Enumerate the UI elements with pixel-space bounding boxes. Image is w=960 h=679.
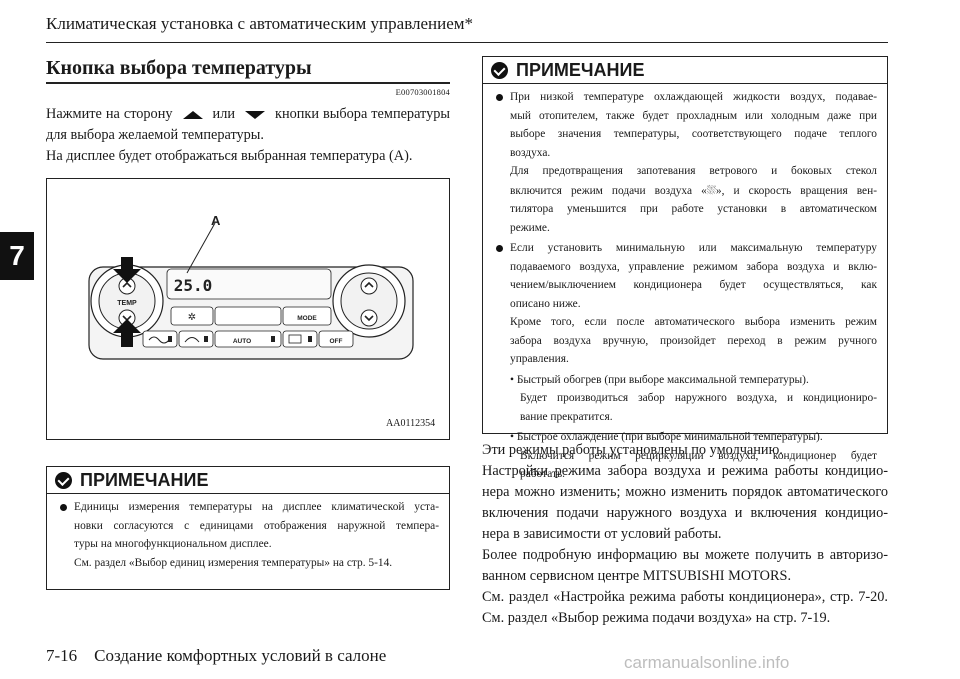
note-line: описано ниже.	[510, 297, 581, 310]
section-title: Кнопка выбора температуры	[46, 57, 312, 79]
off-button-label: OFF	[330, 338, 343, 345]
note-bullet-1: При низкой температуре охлаждающей жидко…	[493, 88, 877, 237]
intro-text-end: кнопки выбора температуры	[275, 106, 451, 122]
note-line: Если установить минимальную или максимал…	[510, 242, 877, 254]
note-heading-text: ПРИМЕЧАНИЕ	[80, 469, 209, 490]
note-line: выборе значения температуры, соответству…	[510, 128, 877, 140]
note-check-icon	[55, 471, 72, 489]
note-line: См. раздел «Выбор единиц измерения темпе…	[74, 556, 393, 569]
note-line: Включится режим рециркуляции воздуха, ко…	[520, 449, 877, 462]
intro-line-2: для выбора желаемой температуры.	[46, 127, 264, 143]
note-line: управления.	[510, 353, 569, 365]
note-line: режиме.	[510, 221, 550, 234]
temp-knob-label: TEMP	[117, 300, 137, 307]
note-bullet-2: Если установить минимальную или максимал…	[493, 239, 877, 369]
intro-text-start: Нажмите на сторону	[46, 106, 173, 122]
body-line: Эти режимы работы установлены по умолчан…	[482, 442, 783, 458]
temp-down-icon	[245, 110, 265, 119]
note-line: туры на многофункциональном дисплее.	[74, 538, 272, 550]
note-line: При низкой температуре охлаждающей жидко…	[510, 91, 877, 103]
mode-button-label: MODE	[297, 315, 317, 322]
arrow-down-icon	[113, 257, 141, 283]
body-line: ванном сервисном центре MITSUBISHI MOTOR…	[482, 568, 792, 584]
note-bullet: Единицы измерения температуры на дисплее…	[57, 498, 439, 572]
watermark: carmanualsonline.info	[624, 653, 790, 672]
note-check-icon	[491, 61, 508, 79]
note-line: Будет производиться забор наружного возд…	[520, 392, 877, 404]
callout-label-a: A	[211, 213, 221, 228]
note-line: работать.	[520, 468, 565, 480]
running-header: Климатическая установка с автоматическим…	[46, 14, 474, 33]
defrost-mode-icon: ⛆	[706, 182, 716, 197]
temp-display-value: 25.0	[174, 276, 213, 295]
control-panel-illustration: TEMP 25.0 ✲ MODE AUTO OFF	[88, 213, 414, 360]
control-panel-figure: TEMP 25.0 ✲ MODE AUTO OFF	[46, 178, 450, 440]
note-line: новки согласуются с единицами отображени…	[74, 519, 439, 532]
intro-text-mid: или	[212, 106, 235, 122]
note-heading-right: ПРИМЕЧАНИЕ	[483, 57, 887, 84]
intro-para-2: На дисплее будет отображаться выбранная …	[46, 148, 413, 164]
note-heading-left: ПРИМЕЧАНИЕ	[47, 467, 449, 494]
body-line: См. раздел «Выбор режима подачи воздуха»…	[482, 610, 831, 626]
note-sub-item-2: • Быстрое охлаждение (при выборе минимал…	[510, 431, 823, 443]
body-line: нера в зависимости от условий работы.	[482, 526, 722, 542]
note-line: забора воздуха вручную, произойдет перех…	[510, 334, 877, 347]
section-rule	[46, 82, 450, 84]
temp-up-icon	[182, 110, 203, 119]
note-body-left: Единицы измерения температуры на дисплее…	[47, 494, 449, 572]
note-text: включится режим подачи воздуха «	[510, 184, 707, 197]
note-line: Единицы измерения температуры на дисплее…	[74, 501, 439, 513]
note-sub-item-1: • Быстрый обогрев (при выборе максимальн…	[510, 373, 809, 386]
note-line: подаваемого воздуха, управление режимом …	[510, 260, 877, 273]
right-body-text: Эти режимы работы установлены по умолчан…	[482, 440, 888, 629]
note-line: Кроме того, если после автоматического в…	[510, 316, 877, 328]
note-box-left: ПРИМЕЧАНИЕ Единицы измерения температуры…	[46, 466, 450, 590]
footer-page-label: 7-16 Создание комфортных условий в салон…	[46, 646, 387, 665]
arrow-up-icon	[113, 319, 141, 347]
note-line: вание прекратится.	[520, 410, 613, 423]
section-code: E00703001804	[395, 87, 450, 97]
body-line: Настройки режима забора воздуха и режима…	[482, 463, 888, 479]
intro-line-1: Нажмите на сторону или кнопки выбора тем…	[46, 104, 450, 125]
note-line: мый отопителем, также будет прохладным и…	[510, 109, 877, 122]
note-line: воздуха.	[510, 146, 551, 159]
body-line: включения подачи наружного воздуха и вкл…	[482, 505, 888, 521]
auto-button-label: AUTO	[233, 338, 251, 345]
body-line: нера можно изменить; можно изменить поря…	[482, 484, 888, 500]
chapter-tab: 7	[0, 232, 34, 280]
body-line: Более подробную информацию вы можете пол…	[482, 547, 888, 563]
note-line: Для предотвращения запотевания ветрового…	[510, 165, 877, 177]
note-body-right: При низкой температуре охлаждающей жидко…	[483, 84, 887, 484]
note-line-with-icon: включится режим подачи воздуха «⛆», и ск…	[510, 181, 877, 201]
figure-code: AA0112354	[386, 418, 436, 429]
header-rule	[46, 42, 888, 43]
note-line: чением/выключением кондиционера будет ос…	[510, 279, 877, 291]
body-line: См. раздел «Настройка режима работы конд…	[482, 589, 888, 605]
note-heading-text: ПРИМЕЧАНИЕ	[516, 59, 645, 80]
svg-text:✲: ✲	[188, 312, 196, 323]
note-box-right: ПРИМЕЧАНИЕ При низкой температуре охлажд…	[482, 56, 888, 480]
note-line: тилятора уменьшится при работе установки…	[510, 203, 877, 215]
note-text: », и скорость вращения вен-	[715, 184, 877, 197]
